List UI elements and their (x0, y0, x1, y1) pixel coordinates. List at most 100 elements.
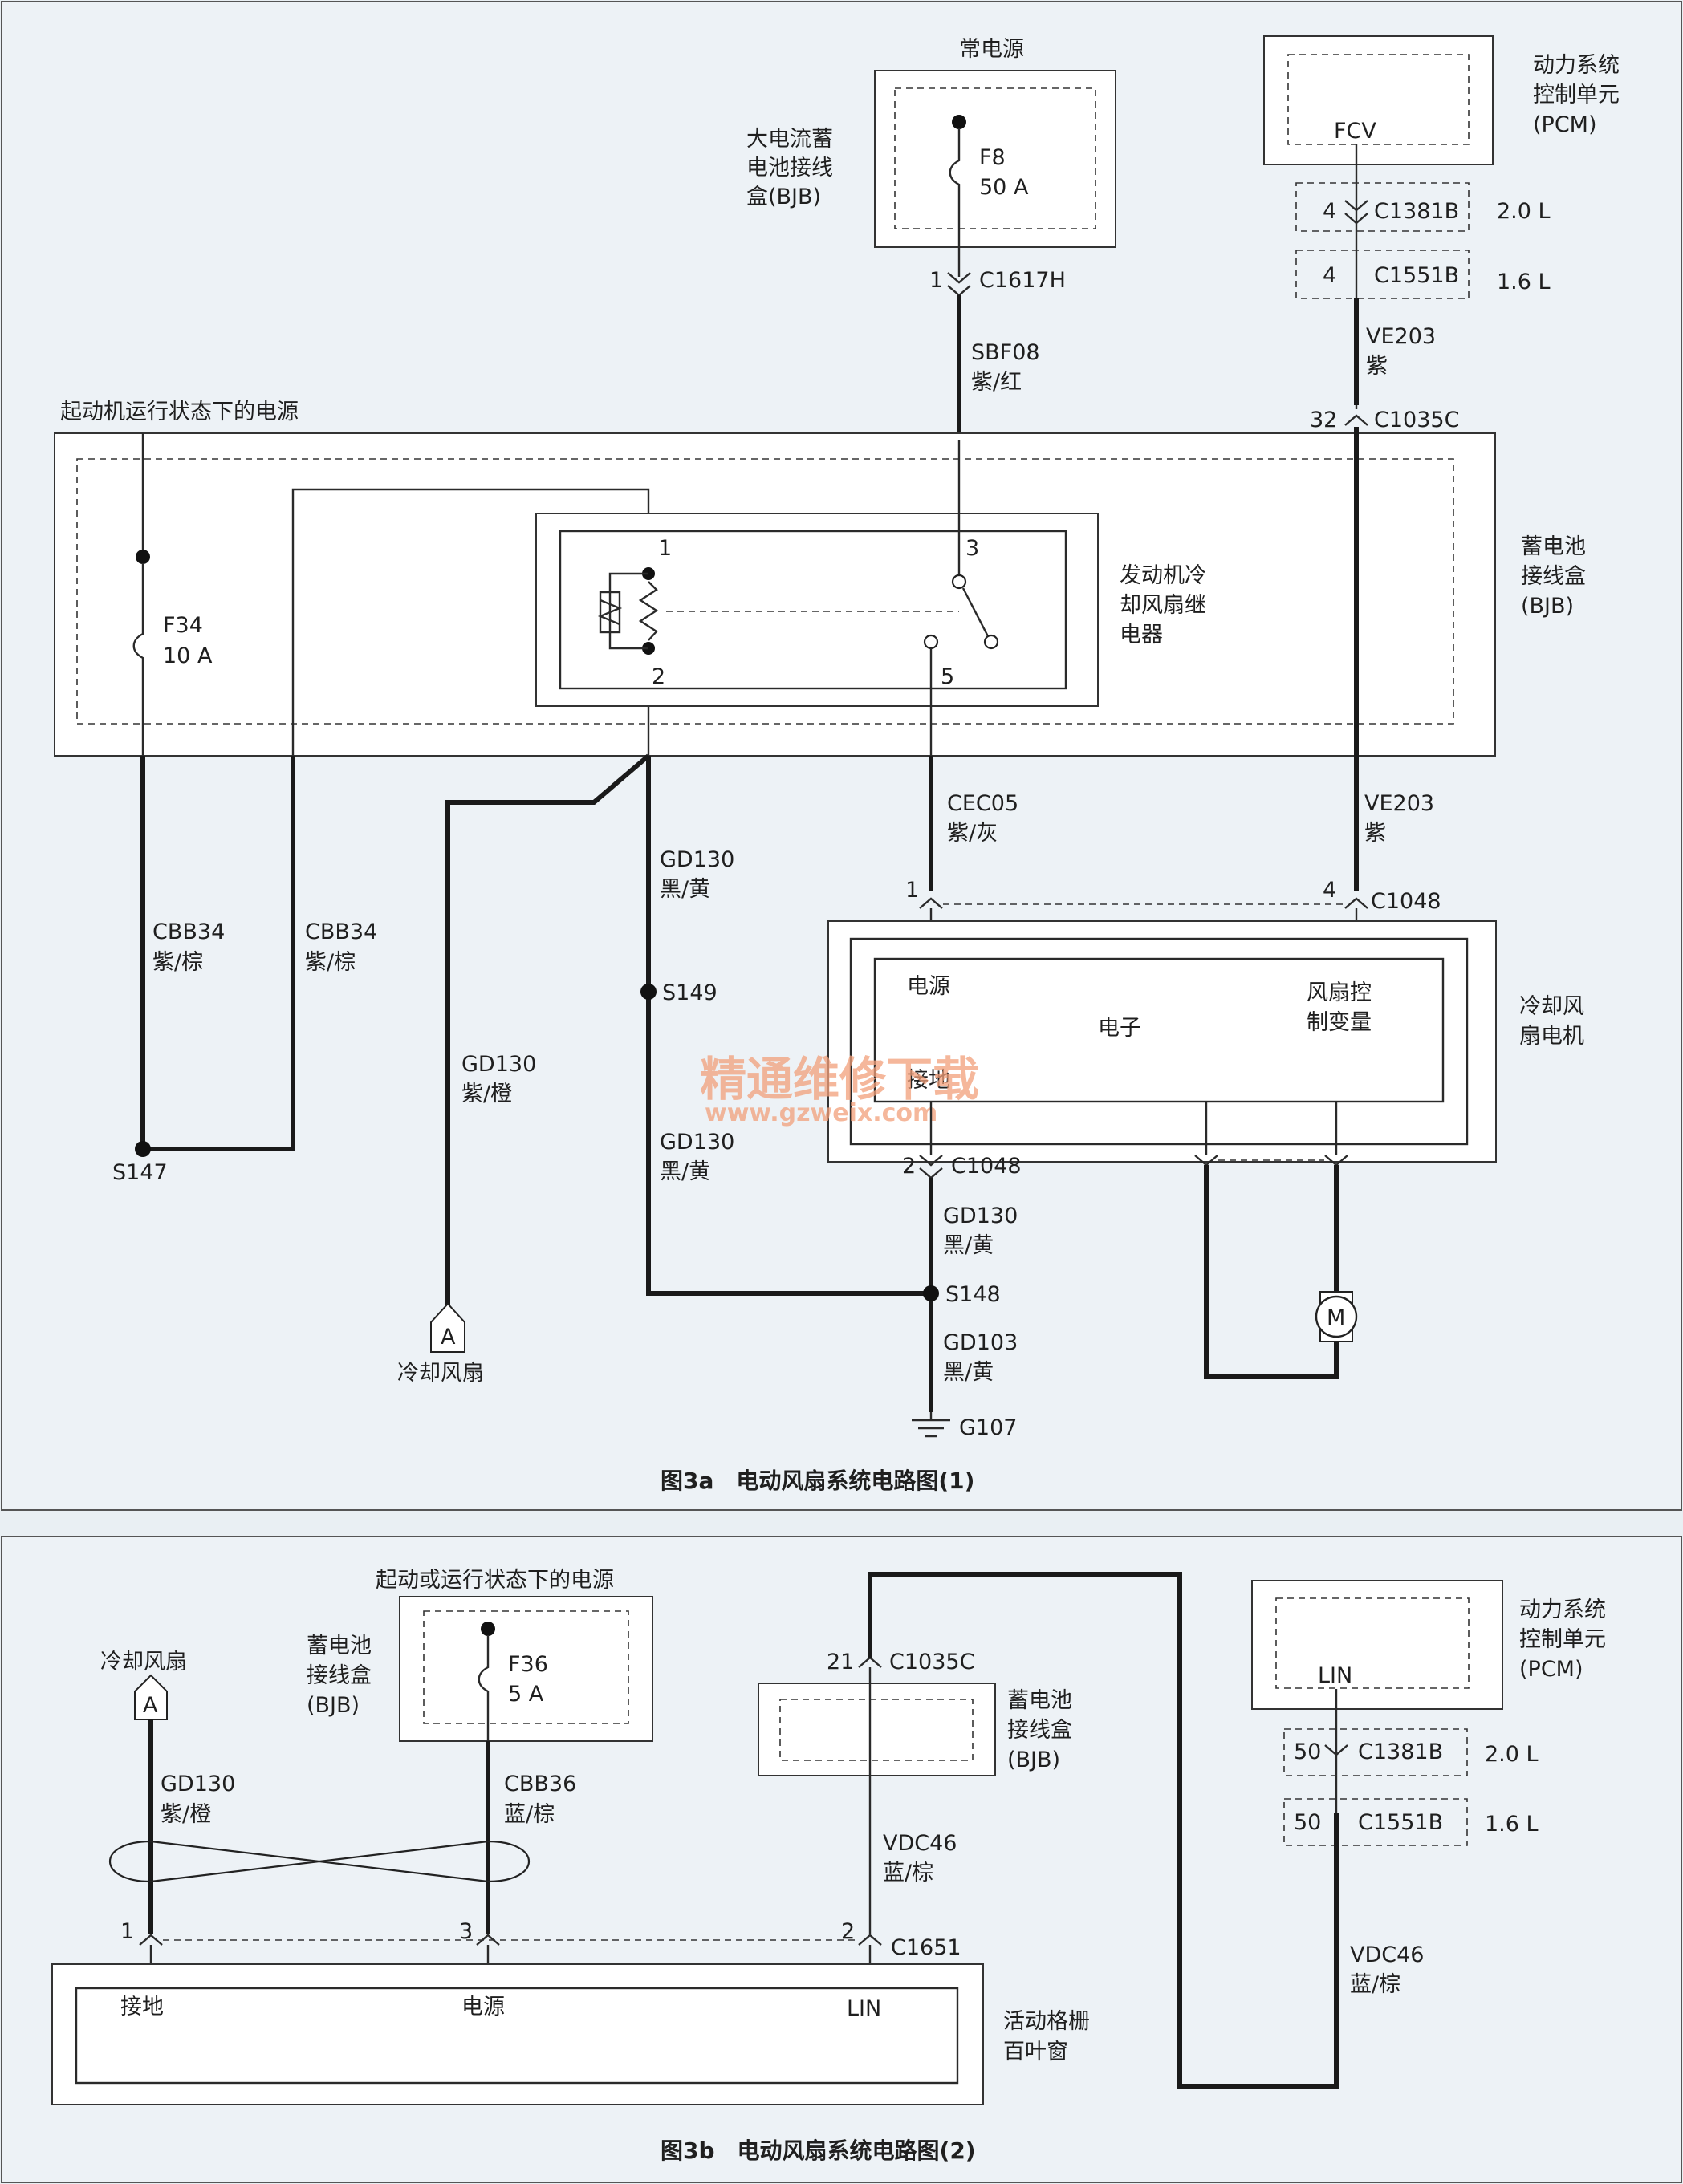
bjb-mid-box (758, 1683, 996, 1776)
f36-amp: 5 A (508, 1682, 544, 1707)
relay-coil-bracket (608, 572, 648, 650)
engine-16-label-a: 1.6 L (1497, 270, 1551, 294)
engine-20-label-b: 2.0 L (1485, 1742, 1539, 1767)
relay-coil-mark (597, 599, 623, 626)
cbb34-left-label: CBB34 (152, 919, 225, 944)
c1651-pin3-connector (476, 1934, 500, 1946)
gd130-1-color: 黑/黄 (660, 877, 710, 902)
c1035c-b-label: C1035C (889, 1650, 974, 1675)
cbb34-right-label: CBB34 (305, 919, 377, 944)
s147-label: S147 (112, 1160, 168, 1185)
relay-coil-zigzag (638, 581, 659, 641)
cooling-fan-label-b: 冷却风扇 (100, 1650, 187, 1675)
starter-power-label: 起动机运行状态下的电源 (60, 400, 299, 424)
figure-3a: 常电源 大电流蓄 电池接线 盒(BJB) F8 50 A 1 C1617H SB… (1, 1, 1682, 1511)
relay-coil-box (599, 591, 621, 634)
f36-fuse-symbol (478, 1635, 490, 1741)
bjb-f36-box (399, 1596, 653, 1742)
gd130-2-color: 黑/黄 (660, 1159, 710, 1184)
engine-variant-b-20 (1283, 1728, 1468, 1776)
motor-control-label-1: 风扇控 (1307, 980, 1372, 1005)
engine-variant-box-16 (1295, 250, 1470, 299)
motor-ground-label: 接地 (907, 1068, 950, 1093)
motor-label-2: 扇电机 (1519, 1024, 1584, 1049)
cooling-fan-connector-b (134, 1674, 168, 1720)
bjb-top-label-2: 电池接线 (746, 156, 833, 181)
pcm-label-b-3: (PCM) (1519, 1657, 1583, 1682)
relay-inner (559, 530, 1067, 690)
f8-fuse-symbol (949, 128, 961, 277)
gd103-label: GD103 (943, 1330, 1018, 1355)
motor-control-label-2: 制变量 (1307, 1010, 1372, 1035)
bjb-right-label-3: (BJB) (1521, 594, 1574, 619)
watermark-cn: 精通维修下载 (700, 1052, 979, 1106)
shutter-lin-label: LIN (847, 1996, 881, 2021)
c1048-pin4-connector (1344, 897, 1368, 909)
fan-motor-mid (849, 937, 1469, 1146)
f34-fuse-symbol (132, 563, 144, 756)
cec05-color: 紫/灰 (947, 821, 998, 846)
cooling-fan-connector-a-letter: A (441, 1325, 456, 1350)
pcm-inner-a (1287, 54, 1470, 145)
bjb-top-label-3: 盒(BJB) (746, 185, 821, 209)
gd130-purple-label: GD130 (461, 1052, 536, 1077)
s148-label: S148 (945, 1282, 1001, 1307)
c1651-pin3: 3 (459, 1919, 473, 1944)
c1651-pin1-connector (139, 1934, 163, 1946)
motor-power-label: 电源 (907, 974, 950, 999)
relay-switch-arm (961, 587, 990, 639)
bjb-high-current-box (874, 70, 1116, 248)
s147-node (135, 1141, 151, 1157)
c1035c-label-a: C1035C (1374, 408, 1459, 432)
bjb-mid-inner (779, 1699, 974, 1761)
figure-3b-caption: 图3b 电动风扇系统电路图(2) (661, 2137, 976, 2164)
pcm-label-b-2: 控制单元 (1519, 1627, 1606, 1652)
c1381b-pin-b: 50 (1294, 1739, 1321, 1764)
c1048-pin1: 1 (905, 878, 919, 903)
ve203-top-color: 紫 (1366, 354, 1388, 379)
vdc46-left-label: VDC46 (883, 1831, 957, 1856)
figure-3b: 起动或运行状态下的电源 蓄电池 接线盒 (BJB) F36 5 A CBB36 … (1, 1536, 1682, 2183)
shutter-label-1: 活动格栅 (1003, 2009, 1090, 2034)
engine-16-label-b: 1.6 L (1485, 1812, 1539, 1837)
cbb34-right-color: 紫/棕 (305, 950, 356, 975)
bjb-high-current-inner (894, 87, 1096, 229)
gd130-3-color: 黑/黄 (943, 1233, 994, 1258)
c1048-pin4: 4 (1323, 878, 1336, 903)
bjb-right-label-1: 蓄电池 (1521, 534, 1586, 559)
vdc46-right-label: VDC46 (1350, 1942, 1424, 1967)
bjb-left-label-1: 蓄电池 (307, 1634, 372, 1658)
fan-motor-outer (827, 920, 1497, 1163)
shutter-ground-label: 接地 (120, 1995, 164, 2020)
shutter-label-2: 百叶窗 (1003, 2040, 1068, 2064)
cec05-label: CEC05 (947, 791, 1018, 816)
f36-label: F36 (508, 1652, 548, 1677)
engine-variant-box-20 (1295, 182, 1470, 232)
gd130-b-label: GD130 (161, 1772, 235, 1796)
relay-pin5-contact (923, 634, 939, 650)
motor-icon (1315, 1295, 1358, 1338)
c1381b-connector-a (1344, 200, 1368, 225)
s149-label: S149 (662, 980, 718, 1005)
g107-label: G107 (959, 1415, 1017, 1440)
c1048-pin1-connector (919, 897, 943, 909)
relay-label-1: 发动机冷 (1120, 563, 1206, 588)
fcv-label: FCV (1334, 119, 1376, 144)
f34-amp: 10 A (163, 643, 213, 668)
cbb34-right-wire (143, 756, 295, 1151)
c1381b-pin-a: 4 (1323, 199, 1336, 224)
gd130-2-label: GD130 (660, 1130, 734, 1155)
pcm-label-b-1: 动力系统 (1519, 1597, 1606, 1622)
gd103-color: 黑/黄 (943, 1360, 994, 1385)
c1617h-label: C1617H (979, 268, 1066, 293)
f36-node (481, 1622, 495, 1636)
figure-3a-caption: 图3a 电动风扇系统电路图(1) (661, 1468, 974, 1494)
c1551b-label-a: C1551B (1374, 263, 1459, 288)
motor-loop-wire (1204, 1165, 1339, 1379)
c1551b-pin-a: 4 (1323, 263, 1336, 288)
always-power-label: 常电源 (959, 37, 1024, 62)
bjb-left-label-3: (BJB) (307, 1693, 360, 1718)
cooling-fan-label-a: 冷却风扇 (397, 1361, 484, 1386)
bjb-main-inner (76, 458, 1454, 725)
c1048-b-label: C1048 (951, 1154, 1022, 1179)
